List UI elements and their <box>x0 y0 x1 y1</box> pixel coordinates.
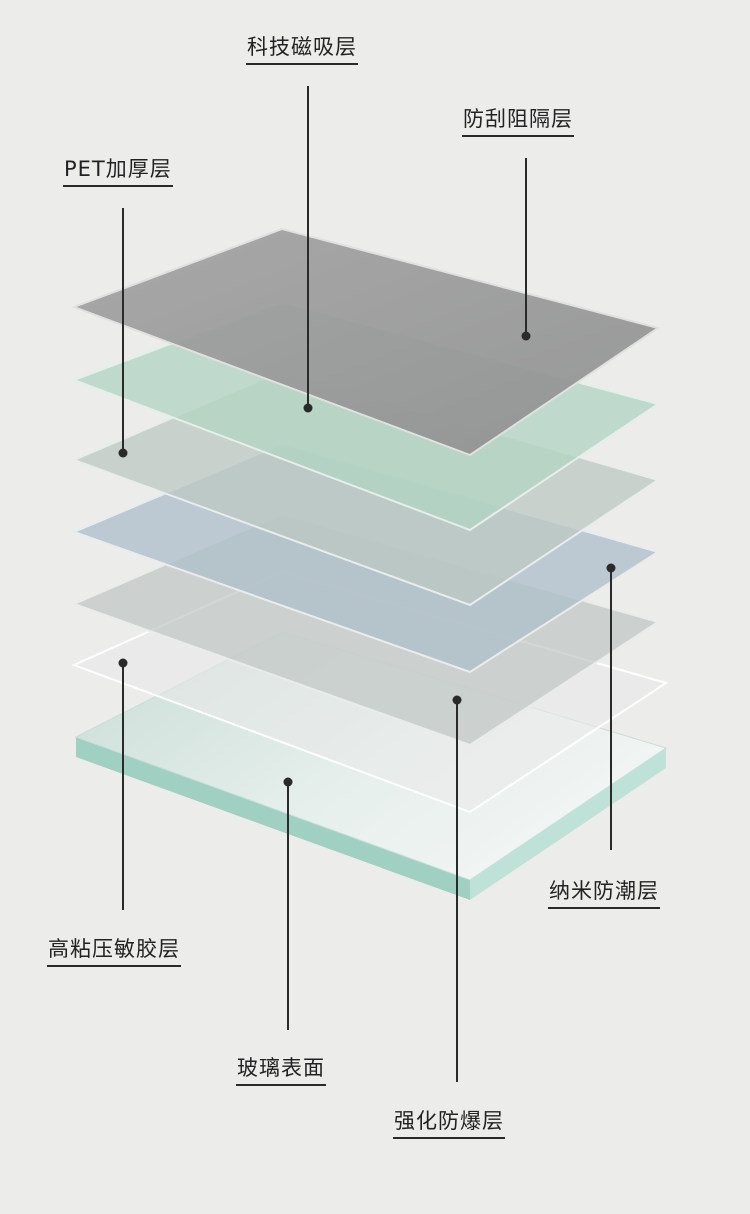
dot-moisture <box>606 563 616 573</box>
dot-glass <box>283 777 293 787</box>
glass-side-edge <box>470 748 666 900</box>
label-adhesive-layer: 高粘压敏胶层 <box>47 936 181 967</box>
label-pet-thick-layer: PET加厚层 <box>63 156 173 187</box>
dot-magnetic <box>303 403 313 413</box>
glass-front-edge <box>76 737 470 900</box>
label-explosion-proof-layer: 强化防爆层 <box>393 1108 505 1139</box>
dot-anti-scratch <box>521 331 531 341</box>
label-anti-scratch-layer: 防刮阻隔层 <box>462 106 574 137</box>
dot-pet <box>118 448 128 458</box>
label-moisture-proof-layer: 纳米防潮层 <box>548 878 660 909</box>
anti-scratch-layer <box>71 227 661 457</box>
label-magnetic-layer: 科技磁吸层 <box>246 34 358 65</box>
label-glass-surface: 玻璃表面 <box>236 1055 326 1086</box>
dot-explosion <box>452 695 462 705</box>
dot-adhesive <box>118 658 128 668</box>
